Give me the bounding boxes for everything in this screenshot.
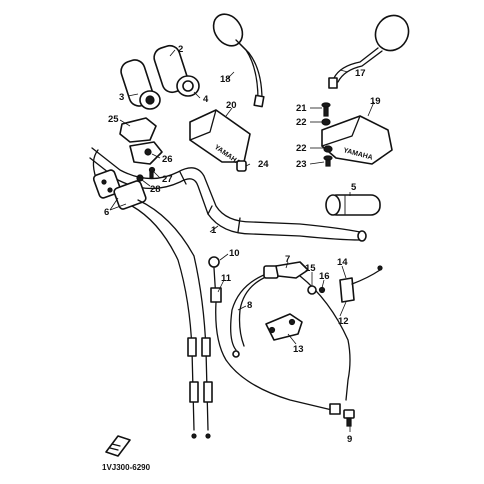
switch-cluster xyxy=(92,149,147,210)
callout-19: 19 xyxy=(370,96,381,107)
left-grip-assembly xyxy=(120,44,200,110)
callout-17: 17 xyxy=(355,68,366,79)
callout-4: 4 xyxy=(203,94,209,105)
callout-21: 21 xyxy=(296,103,307,114)
callout-27: 27 xyxy=(162,174,173,185)
drawing-code: 1VJ300-6290 xyxy=(102,463,151,472)
callout-18: 18 xyxy=(220,74,231,85)
handlebar xyxy=(89,147,367,242)
clutch-lever xyxy=(275,261,383,401)
left-hand-guard: YAMAHA xyxy=(189,109,251,167)
callout-15: 15 xyxy=(305,263,316,274)
callout-7: 7 xyxy=(285,254,290,265)
callout-24: 24 xyxy=(258,159,269,170)
callout-26: 26 xyxy=(162,154,173,165)
choke-cable xyxy=(208,256,341,415)
bolt-9 xyxy=(343,409,355,427)
callout-16: 16 xyxy=(319,271,330,282)
leader-lines xyxy=(109,49,375,432)
callout-1: 1 xyxy=(211,225,217,236)
right-mirror xyxy=(328,14,410,89)
callout-labels: 1 2 3 4 5 6 7 8 9 10 11 12 13 14 15 16 1… xyxy=(104,44,381,445)
callout-28: 28 xyxy=(150,184,161,195)
callout-25: 25 xyxy=(108,114,119,125)
right-hand-guard: YAMAHA xyxy=(321,115,393,165)
fastener-set xyxy=(321,102,333,167)
clutch-cable xyxy=(230,265,279,358)
callout-23: 23 xyxy=(296,159,307,170)
callout-3: 3 xyxy=(119,92,124,103)
callout-9: 9 xyxy=(347,434,352,445)
cable-bracket xyxy=(265,313,303,341)
callout-10: 10 xyxy=(229,248,240,259)
lever-holder xyxy=(119,117,163,182)
callout-13: 13 xyxy=(293,344,304,355)
front-arrow-icon xyxy=(105,435,131,457)
throttle-cables xyxy=(131,199,213,439)
callout-6: 6 xyxy=(104,207,109,218)
left-mirror xyxy=(212,13,265,108)
callout-8: 8 xyxy=(247,300,252,311)
callout-11: 11 xyxy=(221,273,232,284)
callout-2: 2 xyxy=(178,44,183,55)
guard-spacer-24 xyxy=(236,160,247,172)
callout-22b: 22 xyxy=(296,143,307,154)
callout-14: 14 xyxy=(337,257,348,268)
right-grip xyxy=(325,194,381,216)
callout-12: 12 xyxy=(338,316,349,327)
callout-20: 20 xyxy=(226,100,237,111)
callout-5: 5 xyxy=(351,182,357,193)
callout-22a: 22 xyxy=(296,117,307,128)
